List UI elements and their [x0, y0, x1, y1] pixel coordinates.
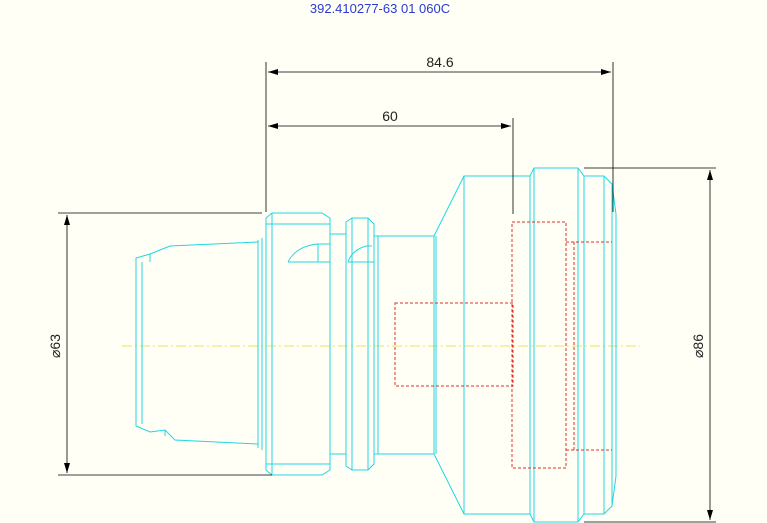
cone-outline — [433, 175, 530, 515]
hidden-bore — [394, 302, 514, 387]
tool-outline — [135, 167, 617, 523]
right-diameter-value: ⌀86 — [690, 334, 706, 358]
head-outline — [529, 167, 613, 523]
groove-ring — [345, 217, 375, 471]
left-diameter-value: ⌀63 — [47, 334, 63, 358]
dimension-overall-length: 84.6 — [265, 54, 614, 212]
flange-body — [265, 212, 331, 476]
overall-length-value: 84.6 — [426, 54, 453, 70]
hidden-pocket — [511, 221, 567, 469]
hidden-features — [394, 221, 612, 469]
dimension-gauge-length: 60 — [268, 108, 514, 214]
dimension-left-diameter: ⌀63 — [47, 212, 272, 476]
shaft-outline — [374, 235, 435, 455]
dimension-right-diameter: ⌀86 — [584, 167, 716, 523]
gauge-length-value: 60 — [382, 108, 398, 124]
shank-outline — [135, 241, 259, 445]
part-number-label: 392.410277-63 01 060C — [310, 1, 450, 16]
